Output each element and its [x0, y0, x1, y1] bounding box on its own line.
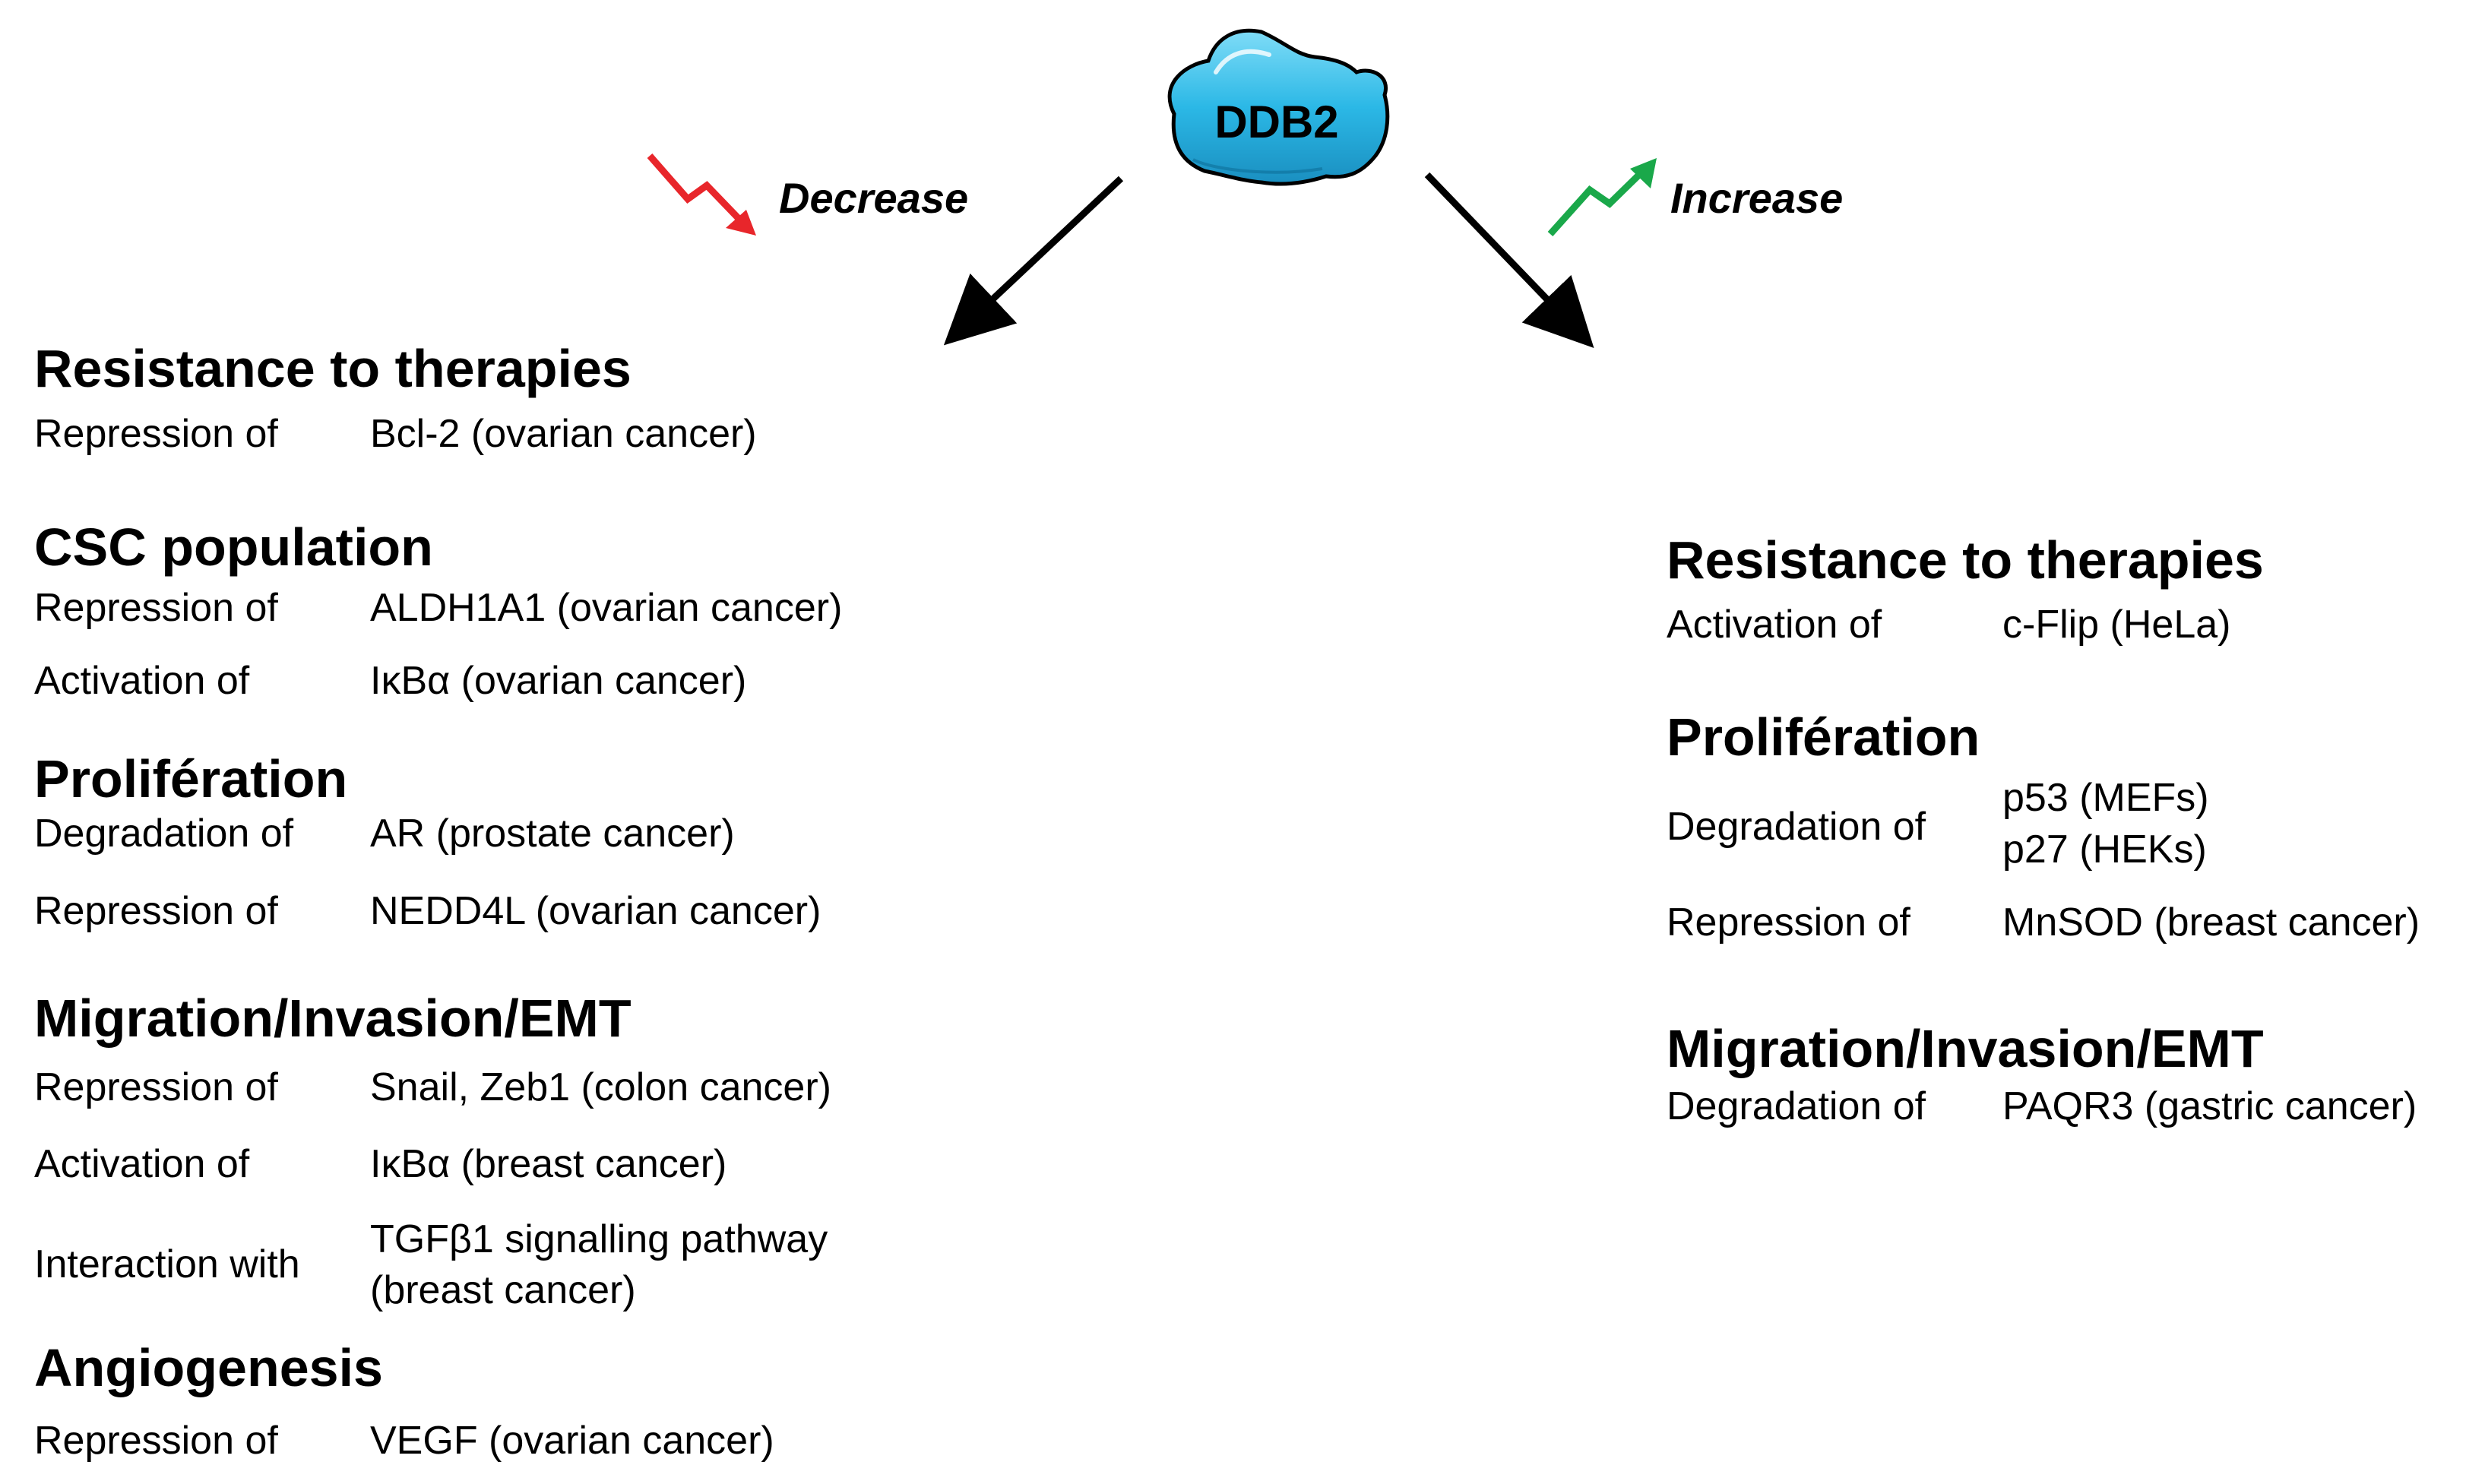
left-prolif-target-2: NEDD4L (ovarian cancer) [370, 889, 821, 933]
increase-label: Increase [1670, 174, 1844, 222]
right-resistance-action-1: Activation of [1667, 603, 1882, 647]
ddb2-label: DDB2 [1214, 97, 1339, 147]
left-prolif-action-2: Repression of [34, 889, 278, 933]
right-heading-migration: Migration/Invasion/EMT [1667, 1019, 2264, 1078]
increase-trend-icon [1547, 158, 1657, 237]
left-prolif-target-1: AR (prostate cancer) [370, 812, 735, 856]
right-prolif-action-1: Degradation of [1667, 805, 1926, 849]
right-prolif-target-1-line1: p53 (MEFs) [2002, 776, 2209, 820]
left-mig-target-1: Snail, Zeb1 (colon cancer) [370, 1065, 831, 1109]
arrow-to-increase [1424, 172, 1594, 348]
left-heading-angiogenesis: Angiogenesis [34, 1338, 383, 1397]
left-heading-csc: CSC population [34, 517, 433, 577]
left-heading-proliferation: Prolifération [34, 749, 348, 808]
left-csc-target-1: ALDH1A1 (ovarian cancer) [370, 586, 843, 630]
left-prolif-action-1: Degradation of [34, 812, 294, 856]
left-angio-action-1: Repression of [34, 1419, 278, 1463]
right-prolif-target-1-line2: p27 (HEKs) [2002, 827, 2207, 872]
left-heading-resistance: Resistance to therapies [34, 339, 632, 398]
left-resistance-target-1: Bcl-2 (ovarian cancer) [370, 412, 757, 456]
left-mig-target-3-line2: (breast cancer) [370, 1268, 636, 1312]
right-heading-resistance: Resistance to therapies [1667, 530, 2264, 590]
left-mig-target-2: IκBα (breast cancer) [370, 1142, 727, 1186]
left-mig-action-3: Interaction with [34, 1242, 300, 1286]
right-mig-action-1: Degradation of [1667, 1084, 1926, 1128]
left-angio-target-1: VEGF (ovarian cancer) [370, 1419, 774, 1463]
left-csc-action-1: Repression of [34, 586, 278, 630]
decrease-label: Decrease [779, 174, 969, 222]
left-csc-action-2: Activation of [34, 659, 250, 703]
right-prolif-target-2: MnSOD (breast cancer) [2002, 900, 2420, 945]
left-mig-action-1: Repression of [34, 1065, 278, 1109]
left-heading-migration: Migration/Invasion/EMT [34, 989, 632, 1048]
left-mig-action-2: Activation of [34, 1142, 250, 1186]
arrow-to-decrease [943, 176, 1124, 346]
right-resistance-target-1: c-Flip (HeLa) [2002, 603, 2231, 647]
right-mig-target-1: PAQR3 (gastric cancer) [2002, 1084, 2417, 1128]
right-heading-proliferation: Prolifération [1667, 707, 1980, 767]
right-prolif-action-2: Repression of [1667, 900, 1910, 945]
left-csc-target-2: IκBα (ovarian cancer) [370, 659, 747, 703]
decrease-trend-icon [647, 153, 756, 236]
ddb2-protein-shape [1167, 28, 1390, 186]
left-resistance-action-1: Repression of [34, 412, 278, 456]
left-mig-target-3-line1: TGFβ1 signalling pathway [370, 1217, 828, 1261]
